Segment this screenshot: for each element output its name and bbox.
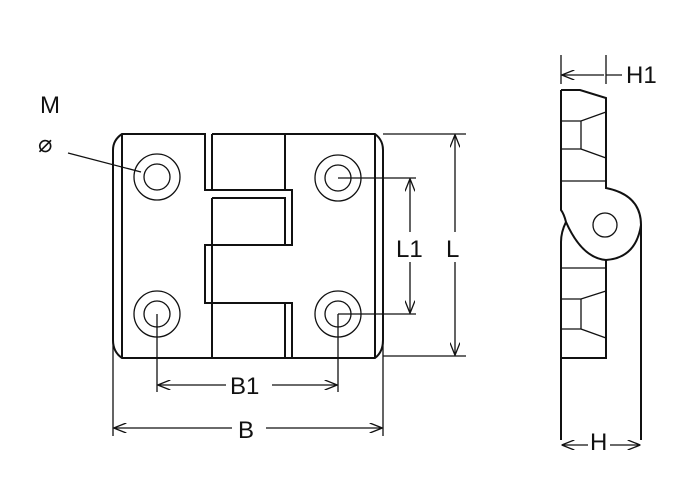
side-view — [560, 89, 643, 440]
l-extension-lines — [383, 133, 466, 357]
label-m: M — [40, 92, 60, 119]
label-h1: H1 — [626, 62, 657, 89]
leader-line — [67, 152, 142, 173]
label-diameter: ⌀ — [38, 131, 52, 158]
side-countersink-top — [561, 111, 607, 182]
label-b: B — [238, 417, 254, 444]
label-b1: B1 — [230, 373, 259, 400]
hole-outer — [133, 153, 181, 201]
label-l1: L1 — [396, 236, 423, 263]
side-upper-leaf — [560, 89, 643, 262]
left-leaf — [112, 133, 293, 359]
b-extension-lines — [112, 340, 384, 436]
side-lower-leaf — [560, 221, 642, 440]
right-leaf — [211, 133, 384, 359]
label-h: H — [590, 429, 607, 456]
b1-extension-lines — [156, 314, 339, 392]
l1-extension-lines — [338, 177, 416, 315]
side-countersink-bottom — [561, 267, 607, 339]
label-l: L — [446, 236, 459, 263]
front-view — [112, 133, 384, 359]
hole-inner — [143, 163, 171, 191]
pin-circle — [592, 212, 618, 238]
h1-extension-lines — [560, 55, 607, 84]
